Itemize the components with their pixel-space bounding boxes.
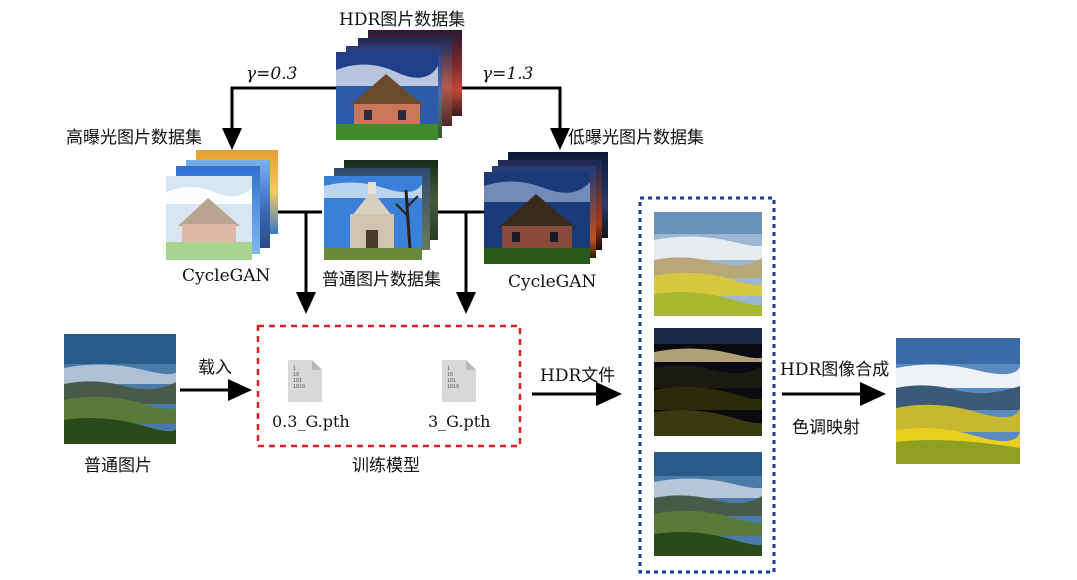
normal-dataset-label: 普通图片数据集 <box>322 270 441 290</box>
train-model-box <box>256 324 522 448</box>
hdr-dataset-stack <box>336 30 466 142</box>
hdr-synthesis-label: HDR图像合成 <box>780 360 890 380</box>
gamma-high-label: γ=1.3 <box>482 64 534 84</box>
hdr-exposure-normal <box>654 452 762 556</box>
cyclegan-right-label: CycleGAN <box>508 272 597 292</box>
gamma-high-arrowhead <box>550 128 570 150</box>
cyclegan-left-label: CycleGAN <box>182 266 271 286</box>
hdr-dataset-label: HDR图片数据集 <box>339 10 466 30</box>
tone-mapping-label: 色调映射 <box>792 418 860 438</box>
hdr-exposure-low <box>654 328 762 436</box>
hdr-stack-front-image <box>336 52 438 140</box>
normal-dataset-stack <box>322 160 444 260</box>
left-train-arrowhead <box>296 292 316 314</box>
load-label: 载入 <box>198 358 232 378</box>
hdr-file-label: HDR文件 <box>540 366 616 386</box>
gamma-high-connector <box>458 86 562 140</box>
synthesis-arrowhead <box>860 382 886 406</box>
high-exposure-front-image <box>166 176 252 260</box>
right-train-arrowhead <box>456 292 476 314</box>
hdr-file-arrowhead <box>596 382 622 406</box>
model-a-filename: 0.3_G.pth <box>272 412 350 431</box>
normal-dataset-front-image <box>324 176 422 260</box>
low-exposure-dataset-label: 低曝光图片数据集 <box>568 128 704 148</box>
high-exposure-dataset-label: 高曝光图片数据集 <box>66 128 202 148</box>
gamma-low-label: γ=0.3 <box>246 64 298 84</box>
normal-input-image <box>64 334 176 444</box>
load-arrowhead <box>228 379 252 401</box>
hdr-exposure-high <box>654 212 762 316</box>
gamma-low-connector <box>230 86 338 140</box>
model-b-filename: 3_G.pth <box>428 412 491 431</box>
low-exposure-stack <box>484 152 614 266</box>
hdr-output-image <box>896 338 1020 464</box>
normal-image-label: 普通图片 <box>84 456 152 476</box>
low-exposure-front-image <box>484 172 590 264</box>
hdr-file-box <box>638 196 776 574</box>
train-model-label: 训练模型 <box>352 456 420 476</box>
high-exposure-stack <box>166 150 282 260</box>
gamma-low-arrowhead <box>222 128 242 150</box>
